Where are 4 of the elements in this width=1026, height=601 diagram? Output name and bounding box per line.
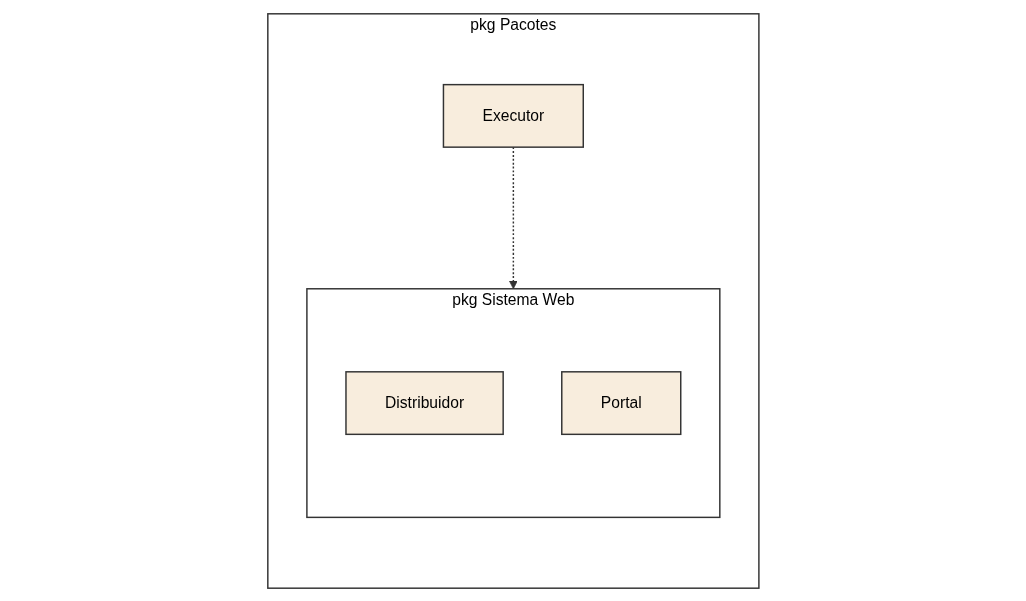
- node-box: Portal: [560, 370, 682, 435]
- node-box: Executor: [442, 83, 584, 148]
- arrow: [508, 145, 518, 289]
- node-box: Distribuidor: [344, 370, 504, 435]
